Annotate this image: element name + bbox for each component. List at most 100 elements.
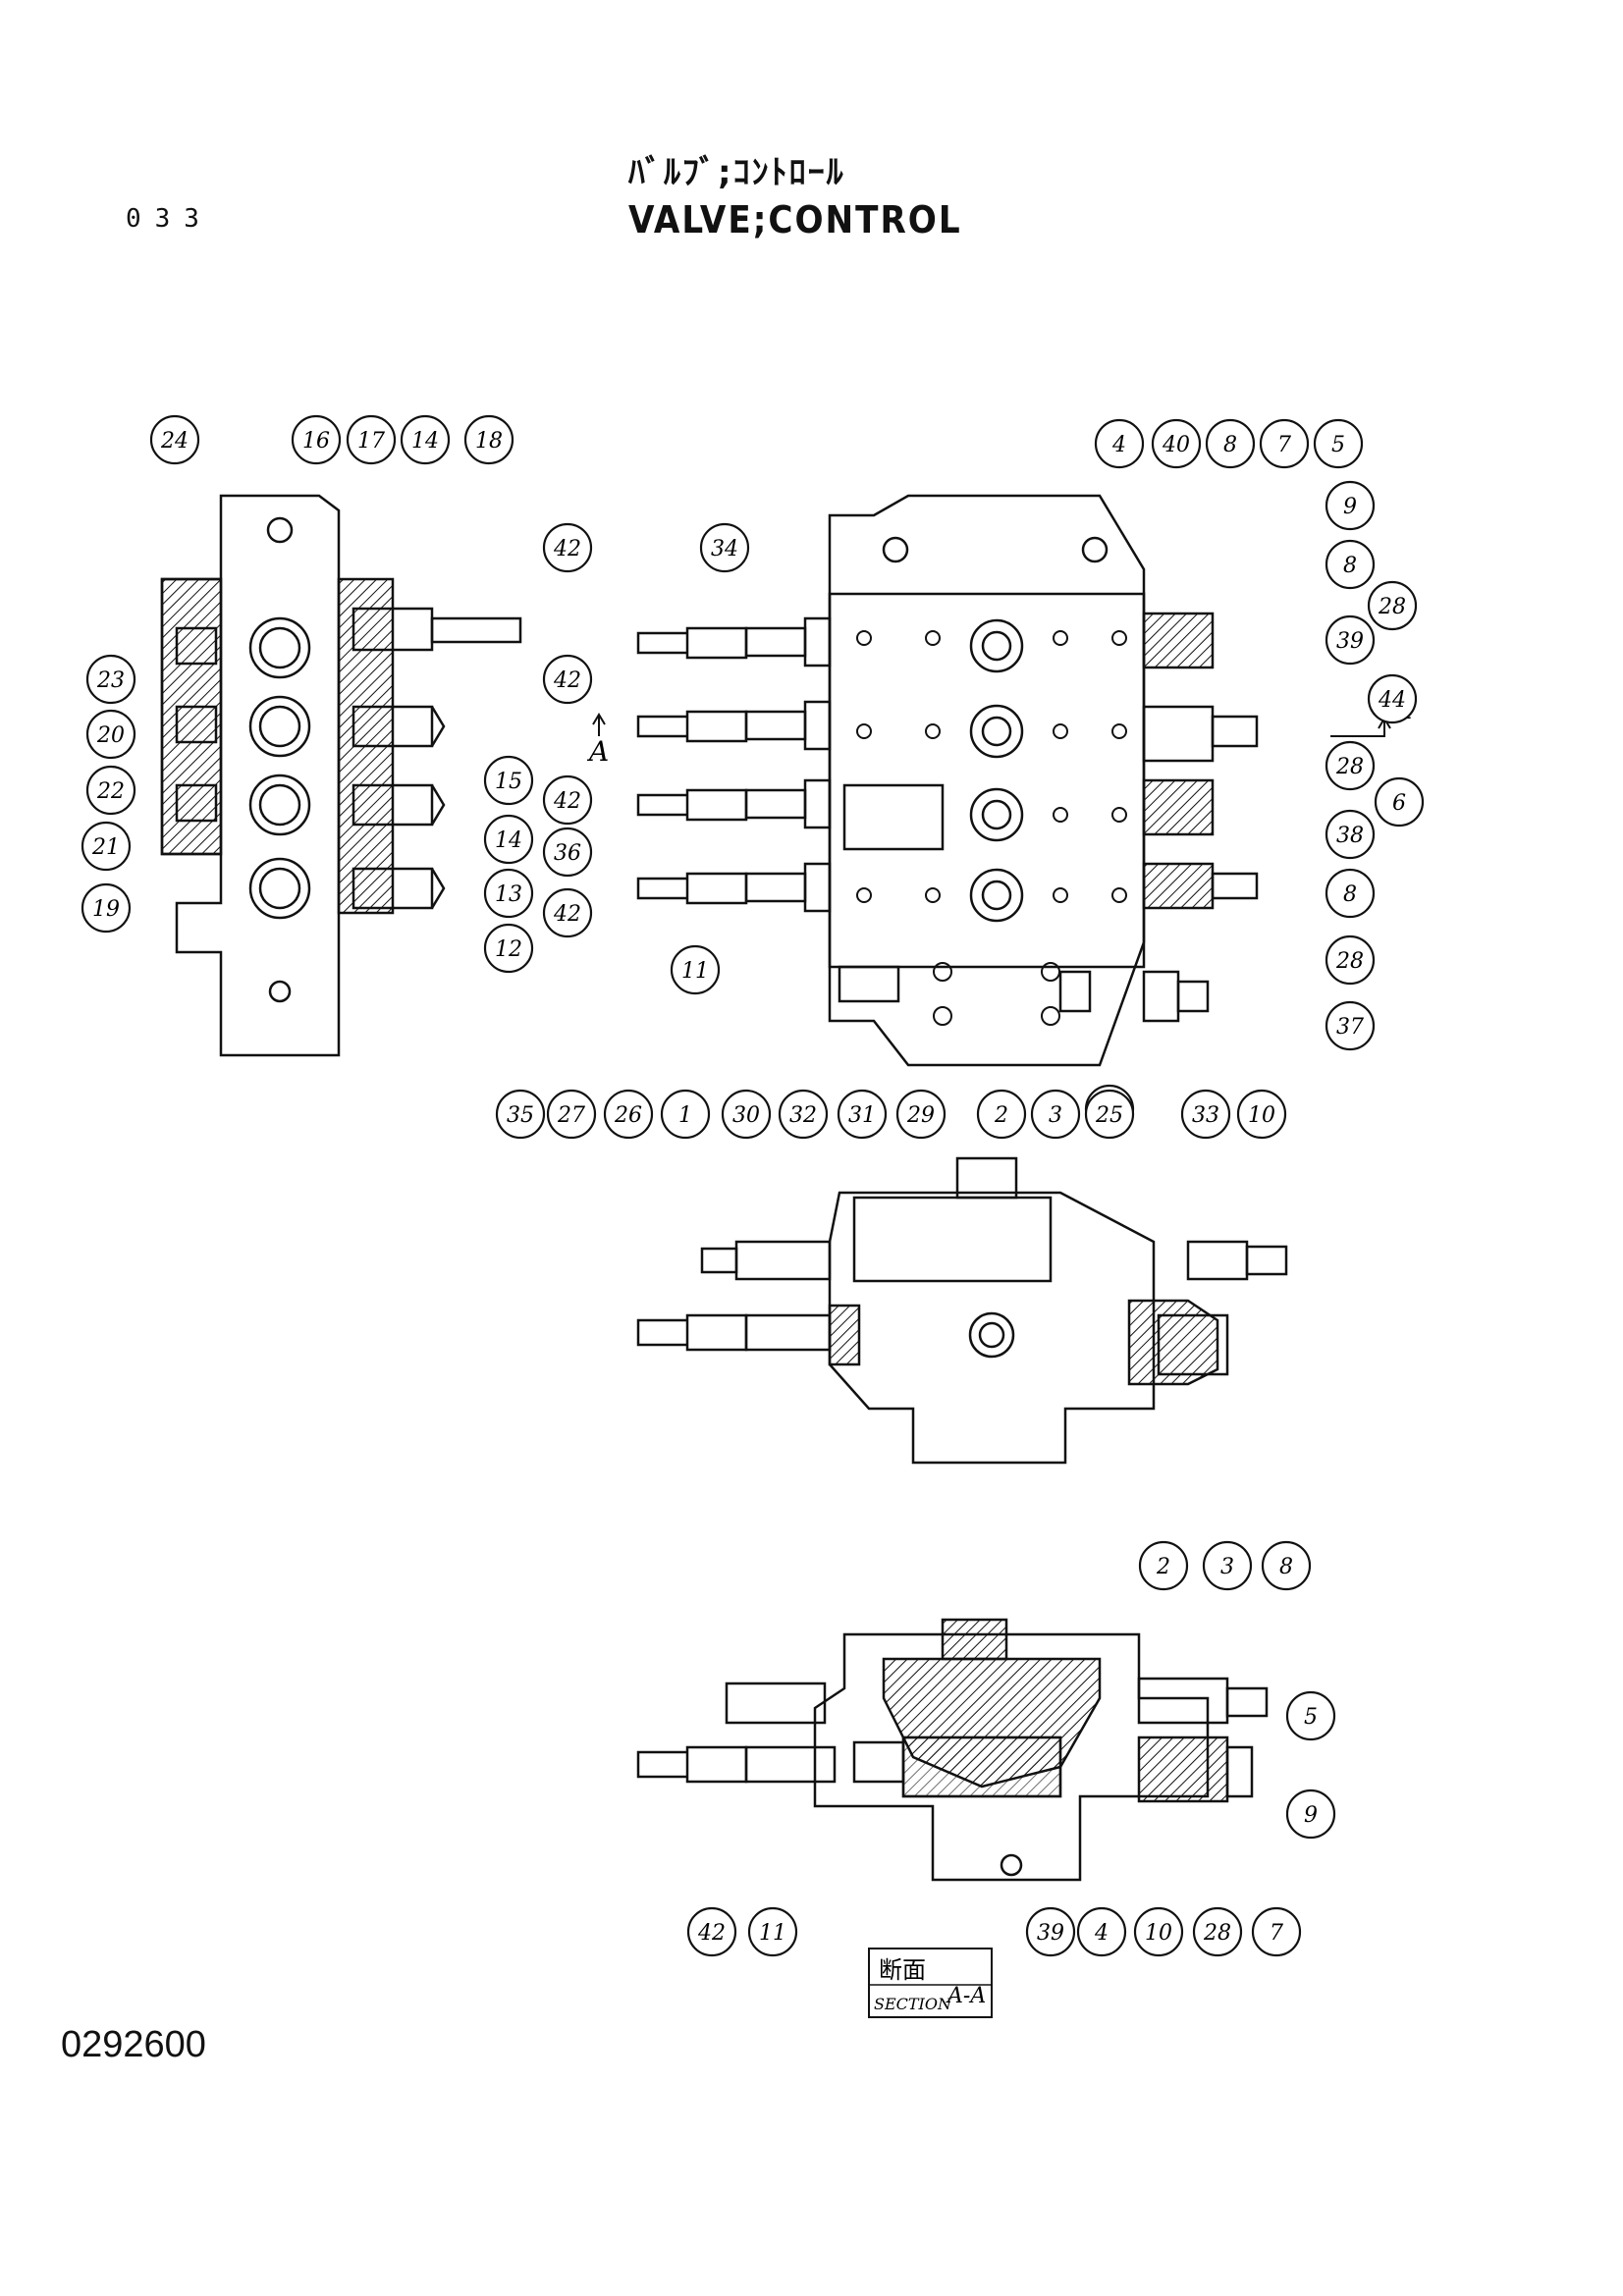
callout-label: 44 <box>1378 688 1406 713</box>
callout-section-view-3: 3 <box>1202 1540 1253 1591</box>
callout-label: 17 <box>357 429 385 454</box>
callout-label: 4 <box>1111 433 1126 457</box>
callout-label: 5 <box>1331 433 1345 457</box>
callout-front-view-7: 7 <box>1259 418 1310 469</box>
callout-front-view-28: 28 <box>1367 580 1418 631</box>
callout-bottom-view-29: 29 <box>895 1089 947 1140</box>
callout-front-view-9: 9 <box>1325 480 1376 531</box>
callout-label: 42 <box>697 1921 726 1946</box>
callout-label: 1 <box>678 1103 692 1128</box>
callout-label: 36 <box>554 841 581 866</box>
callout-side-view-23: 23 <box>85 654 136 705</box>
callout-label: 35 <box>507 1103 534 1128</box>
callout-label: 13 <box>495 882 522 907</box>
callout-label: 10 <box>1145 1921 1172 1946</box>
callout-front-view-6: 6 <box>1374 776 1425 828</box>
callout-section-view-7: 7 <box>1251 1906 1302 1957</box>
callout-label: 7 <box>1277 433 1291 457</box>
section-label-en: SECTION <box>874 1995 952 2013</box>
callout-side-view-19: 19 <box>81 882 132 934</box>
callout-front-view-44: 44 <box>1367 673 1418 724</box>
callout-section-view-9: 9 <box>1285 1789 1336 1840</box>
callout-bottom-view-3: 3 <box>1030 1089 1081 1140</box>
callout-front-view-33: 33 <box>1180 1089 1231 1140</box>
callout-section-view-11: 11 <box>747 1906 798 1957</box>
callout-bottom-view-27: 27 <box>546 1089 597 1140</box>
callout-label: 18 <box>475 429 503 454</box>
callout-label: 7 <box>1270 1921 1283 1946</box>
callout-label: 21 <box>91 835 120 860</box>
callout-label: 20 <box>96 723 125 748</box>
callout-label: 42 <box>553 668 581 693</box>
callout-label: 42 <box>553 789 581 814</box>
section-label-jp: 断面 <box>879 1956 926 1984</box>
section-view <box>636 1618 1269 1882</box>
callout-label: 8 <box>1343 882 1357 907</box>
callout-label: 8 <box>1343 554 1357 578</box>
callout-label: 8 <box>1279 1555 1293 1579</box>
section-label-id: A-A <box>946 1984 986 2008</box>
callout-front-view-8: 8 <box>1205 418 1256 469</box>
callout-front-view-38: 38 <box>1325 809 1376 860</box>
callout-label: 5 <box>1304 1705 1318 1730</box>
callout-side-view-22: 22 <box>85 765 136 816</box>
front-view <box>636 494 1259 1067</box>
callout-section-view-5: 5 <box>1285 1690 1336 1741</box>
callout-label: 2 <box>1156 1555 1170 1579</box>
callout-section-view-10: 10 <box>1133 1906 1184 1957</box>
section-markers <box>592 713 1391 737</box>
callout-side-view-12: 12 <box>483 923 534 974</box>
callout-side-view-17: 17 <box>346 414 397 465</box>
callout-label: 32 <box>789 1103 817 1128</box>
callout-side-view-15: 15 <box>483 755 534 806</box>
callout-label: 38 <box>1336 824 1364 848</box>
callout-label: 42 <box>553 902 581 927</box>
callout-section-view-2: 2 <box>1138 1540 1189 1591</box>
callout-side-view-20: 20 <box>85 709 136 760</box>
callout-label: 19 <box>92 897 120 922</box>
callout-front-view-39: 39 <box>1325 614 1376 666</box>
callout-label: 10 <box>1248 1103 1275 1128</box>
callout-label: 26 <box>614 1103 642 1128</box>
callout-label: 28 <box>1203 1921 1231 1946</box>
callout-label: 28 <box>1335 755 1364 779</box>
title-japanese: ﾊﾞﾙﾌﾞ;ｺﾝﾄﾛｰﾙ <box>628 153 845 192</box>
callout-front-view-8: 8 <box>1325 539 1376 590</box>
callout-label: 25 <box>1095 1103 1123 1128</box>
title-english: VALVE;CONTROL <box>628 198 962 241</box>
callout-label: 9 <box>1304 1803 1318 1828</box>
callout-front-view-28: 28 <box>1325 740 1376 791</box>
callout-side-view-16: 16 <box>291 414 342 465</box>
callout-label: 28 <box>1378 595 1406 619</box>
callout-section-view-39: 39 <box>1025 1906 1076 1957</box>
callout-front-view-40: 40 <box>1151 418 1202 469</box>
callout-label: 34 <box>711 537 738 561</box>
callout-front-view-36: 36 <box>542 827 593 878</box>
callout-bottom-view-25: 25 <box>1084 1089 1135 1140</box>
callout-bottom-view-30: 30 <box>721 1089 772 1140</box>
callout-label: 11 <box>681 959 709 984</box>
callout-label: 29 <box>906 1103 935 1128</box>
callout-front-view-42: 42 <box>542 522 593 573</box>
bottom-view <box>636 1156 1288 1465</box>
callout-label: 14 <box>411 429 439 454</box>
callout-front-view-42: 42 <box>542 887 593 938</box>
reference-number: 0292600 <box>61 2024 206 2065</box>
callout-front-view-8: 8 <box>1325 868 1376 919</box>
callout-side-view-14: 14 <box>483 814 534 865</box>
callout-front-view-37: 37 <box>1325 1000 1376 1051</box>
callout-label: 24 <box>160 429 189 454</box>
callout-label: 15 <box>495 770 522 794</box>
callout-side-view-24: 24 <box>149 414 200 465</box>
callout-label: 6 <box>1392 791 1406 816</box>
callout-label: 2 <box>994 1103 1008 1128</box>
callout-bottom-view-26: 26 <box>603 1089 654 1140</box>
callout-label: 37 <box>1336 1015 1364 1040</box>
callout-label: 30 <box>732 1103 760 1128</box>
callout-label: 22 <box>96 779 125 804</box>
callout-label: 42 <box>553 537 581 561</box>
section-marker-left: A <box>586 735 609 768</box>
callout-label: 39 <box>1037 1921 1064 1946</box>
